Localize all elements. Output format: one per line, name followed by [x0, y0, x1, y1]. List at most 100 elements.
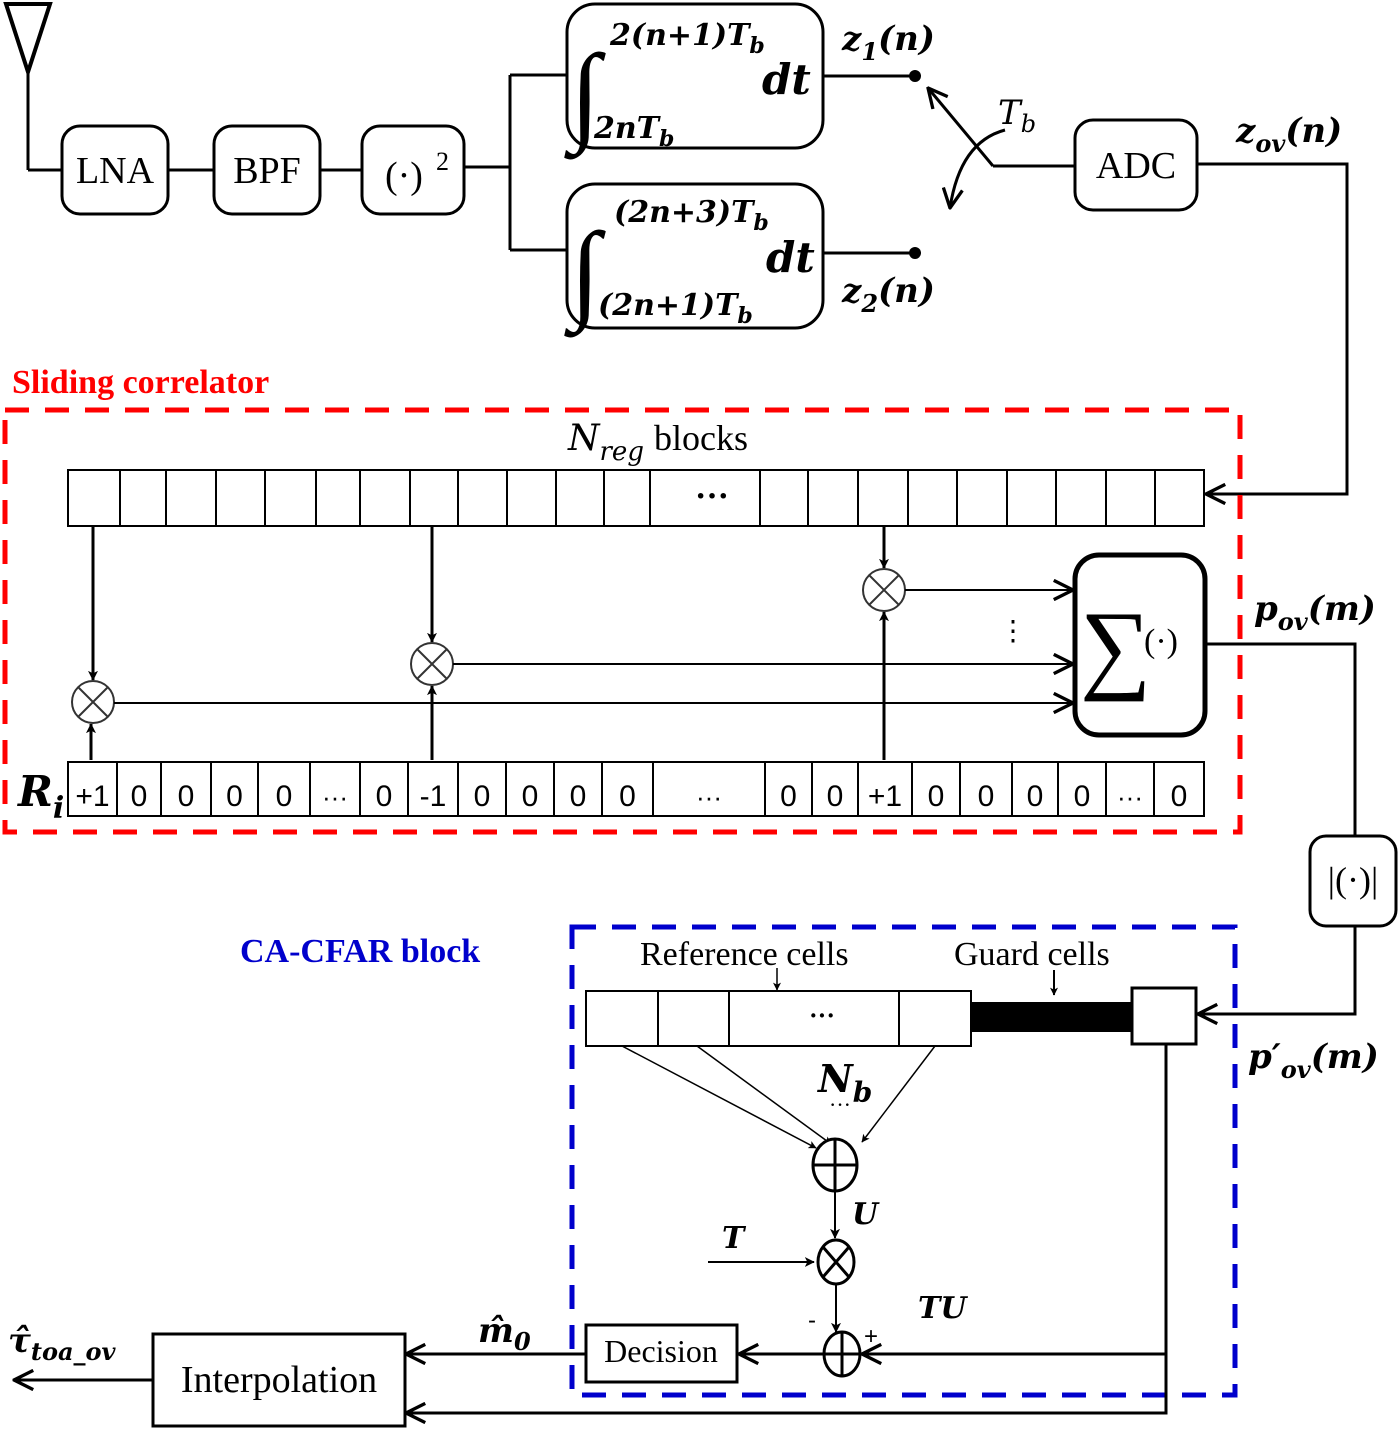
threshold-multiplier-icon	[816, 1238, 856, 1286]
adc-block[interactable]: ADC	[1073, 118, 1199, 212]
reference-cell	[764, 761, 813, 817]
reference-cell-value: 0	[780, 780, 797, 813]
zov-label: zov(n)	[1235, 111, 1342, 158]
decision-block[interactable]: Decision	[584, 1323, 739, 1384]
reference-cell	[359, 761, 409, 817]
adc-label: ADC	[1096, 145, 1176, 187]
reference-cell	[210, 761, 259, 817]
sum-block[interactable]: ∑ (·)	[1072, 552, 1208, 738]
reference-cell-value: 0	[474, 780, 491, 813]
register-cell	[1006, 469, 1057, 527]
lna-block[interactable]: LNA	[60, 124, 170, 216]
nb-ellipsis: ···	[829, 1092, 851, 1117]
register-cell	[215, 469, 266, 527]
register-cell	[603, 469, 651, 527]
reference-cell-value: 0	[619, 780, 636, 813]
top-lower-limit: 2nT	[593, 111, 662, 146]
register-cell	[119, 469, 167, 527]
register-cell	[649, 469, 761, 527]
register-cell	[315, 469, 361, 527]
reference-label: Ri	[17, 767, 64, 826]
reference-cell-value: +1	[868, 780, 902, 813]
integrator-bottom[interactable]: ∫ (2n+3)Tb (2n+1)Tb dt	[564, 182, 825, 338]
svg-text:2(n+1)Tb: 2(n+1)Tb	[609, 18, 765, 59]
integrator-top[interactable]: ∫ 2(n+1)Tb 2nTb dt	[564, 2, 825, 160]
reference-cell-value: 0	[570, 780, 587, 813]
ca-cfar-frame	[569, 924, 1238, 1398]
register-cell	[1105, 469, 1156, 527]
reference-cell-value: 0	[978, 780, 995, 813]
reference-cell-value: 0	[1171, 780, 1188, 813]
antenna-icon	[3, 1, 53, 170]
register-cell	[165, 469, 217, 527]
pov-prime-label: p′ov(m)	[1248, 1037, 1379, 1084]
comparator-icon	[822, 1330, 862, 1378]
register-cell	[907, 469, 958, 527]
reference-cell	[652, 761, 766, 817]
wire-adc-register	[1197, 162, 1349, 494]
reference-cell	[553, 761, 603, 817]
reference-cell-value: ···	[696, 782, 722, 812]
reference-cell	[811, 761, 859, 817]
register-cell	[506, 469, 557, 527]
vertical-ellipsis: ⋮	[999, 616, 1027, 647]
bpf-label: BPF	[233, 150, 301, 192]
square-law-base: (·)	[385, 155, 423, 197]
reference-cell-value: ···	[1117, 782, 1143, 812]
bpf-block[interactable]: BPF	[212, 124, 322, 216]
sum-arg: (·)	[1144, 623, 1178, 660]
rotation-arrow-icon	[950, 128, 1006, 208]
plus-sign: +	[864, 1323, 878, 1350]
reference-cell	[1153, 761, 1205, 817]
reference-cell	[1057, 761, 1107, 817]
reference-cell-value: 0	[1074, 780, 1091, 813]
square-law-block[interactable]: (·) 2	[360, 124, 466, 216]
reference-sum-inputs	[621, 1045, 936, 1149]
reference-cell-value: 0	[226, 780, 243, 813]
top-upper-limit: 2(n+1)T	[609, 18, 752, 53]
square-law-exponent: 2	[436, 147, 449, 176]
decision-label: Decision	[604, 1333, 718, 1369]
guard-cells-label: Guard cells	[954, 936, 1110, 973]
register-cell	[67, 469, 121, 527]
reference-cell	[1011, 761, 1059, 817]
cfar-cells-ellipsis: ···	[809, 1001, 835, 1030]
sampling-switch[interactable]	[928, 88, 1006, 208]
register-cell	[807, 469, 859, 527]
multiplier-2	[410, 642, 454, 686]
top-integrand: dt	[762, 55, 811, 104]
interpolation-block[interactable]: Interpolation	[151, 1332, 407, 1428]
abs-block[interactable]: |(·)|	[1308, 834, 1398, 928]
reference-cell-value: ···	[322, 782, 348, 812]
reference-cell	[67, 761, 118, 817]
minus-sign: -	[808, 1307, 816, 1334]
bottom-upper-limit: (2n+3)T	[614, 195, 756, 230]
sliding-correlator-title: Sliding correlator	[12, 364, 269, 401]
reference-cell-value: 0	[131, 780, 148, 813]
register-cell	[264, 469, 317, 527]
reference-cell	[505, 761, 555, 817]
reference-cell-value: -1	[420, 780, 447, 813]
reference-cells-label: Reference cells	[640, 936, 849, 973]
wire-abs-cfar	[1198, 926, 1357, 1014]
cell-under-test	[1130, 986, 1198, 1046]
reference-cell	[160, 761, 212, 817]
reference-cell-value: 0	[928, 780, 945, 813]
guard-cells-bar	[971, 1002, 1132, 1032]
integral-sign-icon: ∫	[564, 210, 606, 338]
sliding-correlator-frame	[2, 407, 1243, 835]
switch-period-label: Tb	[998, 93, 1036, 138]
reference-cell	[257, 761, 311, 817]
wire-split	[508, 73, 567, 252]
tau-hat-label: τ̂toa_ov	[8, 1321, 117, 1366]
reference-cell-value: 0	[178, 780, 195, 813]
svg-text:(2n+1)Tb: (2n+1)Tb	[598, 288, 753, 329]
integral-sign-icon: ∫	[564, 32, 606, 160]
pov-label: pov(m)	[1254, 589, 1376, 636]
reference-cell-value: 0	[522, 780, 539, 813]
switch-contact-z2	[909, 247, 921, 259]
reference-cell-value: +1	[75, 780, 109, 813]
